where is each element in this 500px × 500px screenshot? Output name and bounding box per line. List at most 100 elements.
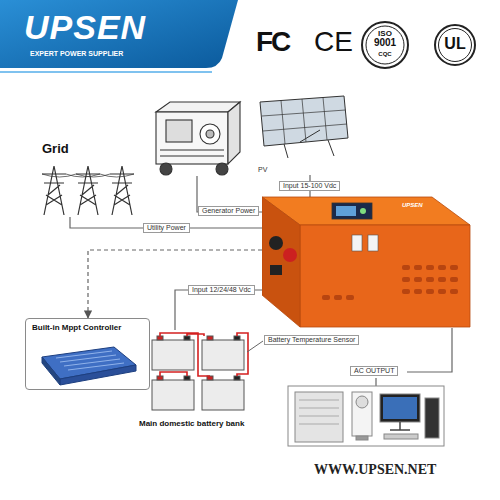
- load-devices: [384, 434, 418, 439]
- output-label: AC OUTPUT: [350, 366, 398, 376]
- inverter-body: [283, 248, 297, 262]
- battery-drawing: [202, 340, 244, 370]
- grid-pylon: [42, 166, 134, 215]
- generator-drawing: [160, 150, 224, 156]
- load-devices: [288, 386, 444, 446]
- pv-panel: [260, 96, 348, 146]
- inverter-body: [414, 265, 422, 270]
- load-devices: [295, 392, 343, 442]
- battery-drawing: [202, 380, 244, 410]
- inverter-body: [270, 265, 282, 275]
- ac-output-wire: [376, 328, 452, 386]
- edge-label: Input 15-100 Vdc: [279, 181, 340, 191]
- inverter-body: [262, 197, 300, 327]
- load-devices: [356, 436, 368, 440]
- grid-pylon: [110, 166, 134, 215]
- inverter-body: [352, 235, 362, 251]
- mppt-device: [60, 365, 136, 385]
- brand-mark: UPSEN: [402, 202, 423, 209]
- pv-panel: [284, 130, 334, 158]
- mppt-controller: Built-in Mppt Controller: [25, 318, 150, 390]
- load-devices: [390, 422, 410, 430]
- node-title: Main domestic battery bank: [139, 419, 244, 428]
- generator-drawing: [206, 130, 214, 138]
- inverter-body: [269, 236, 283, 250]
- brand-banner: [0, 0, 238, 72]
- sensor-wire: [247, 341, 263, 352]
- battery-drawing: [160, 333, 248, 376]
- load-devices: [383, 397, 417, 419]
- node-title: Grid: [42, 142, 69, 157]
- battery-drawing: [152, 340, 194, 370]
- brand-banner: [0, 71, 212, 73]
- inverter-body: [438, 289, 446, 294]
- generator-drawing: [228, 102, 240, 164]
- sensor-wire: [247, 341, 263, 352]
- brand-slogan: EXPERT POWER SUPPLIER: [30, 50, 123, 58]
- battery-drawing: [152, 333, 248, 410]
- inverter-body: [450, 289, 458, 294]
- battery-drawing: [207, 336, 213, 340]
- battery-drawing: [234, 336, 240, 340]
- inverter-body: [438, 265, 446, 270]
- pv-source: PV: [255, 95, 350, 175]
- battery-drawing: [152, 380, 194, 410]
- wire-label: Generator Power: [198, 206, 259, 216]
- load-devices: [352, 392, 372, 436]
- inverter-body: [414, 277, 422, 282]
- battery-drawing: [184, 336, 190, 340]
- mppt-device: [42, 357, 60, 385]
- battery-drawing: [184, 376, 190, 380]
- website: WWW.UPSEN.NET: [314, 462, 436, 478]
- ul-mark: UL: [440, 35, 470, 53]
- inverter-body: [426, 277, 434, 282]
- inverter-body: [438, 277, 446, 282]
- cqc-mark: CQC: [365, 51, 405, 58]
- generator-drawing: [216, 163, 228, 175]
- inverter-body: [332, 203, 372, 219]
- inverter-body: [346, 295, 354, 300]
- inverter-body: [402, 265, 410, 270]
- inverter-body: [322, 295, 330, 300]
- ac-output-wire: [376, 328, 452, 386]
- pv-panel: [260, 96, 348, 158]
- ce-mark: CE: [314, 26, 353, 58]
- inverter-body: [336, 206, 356, 216]
- load-devices: [380, 394, 420, 422]
- battery-bank: Main domestic battery bank: [135, 330, 260, 430]
- brand-logo: UPSEN: [24, 8, 146, 47]
- mppt-device: [56, 351, 124, 370]
- inverter-body: [414, 289, 422, 294]
- inverter-body: [450, 277, 458, 282]
- generator-drawing: [200, 124, 220, 144]
- battery-drawing: [157, 336, 163, 340]
- generator-drawing: [166, 120, 192, 142]
- inverter-body: [402, 289, 410, 294]
- inverter-body: [402, 277, 410, 282]
- node-label: PV: [258, 166, 267, 174]
- pv-panel: [262, 98, 347, 145]
- inverter-body: [426, 265, 434, 270]
- inverter-body: [322, 265, 458, 300]
- load-devices: [425, 398, 439, 438]
- inverter-body: [262, 195, 472, 330]
- grid-source: Grid: [40, 142, 135, 217]
- load-devices: [288, 386, 444, 446]
- battery-drawing: [234, 376, 240, 380]
- iso-mark: ISO: [365, 29, 405, 38]
- inverter-body: [300, 225, 470, 327]
- grid-pylon: [42, 174, 134, 177]
- certification-mark: [362, 22, 475, 68]
- inverter-unit: UPSEN: [262, 195, 472, 330]
- mppt-device: [36, 343, 140, 387]
- node-title: Built-in Mppt Controller: [32, 323, 121, 332]
- fcc-mark: FC: [256, 26, 289, 58]
- generator-drawing: [160, 163, 172, 175]
- certification-mark: [435, 25, 475, 65]
- certification-mark: [362, 22, 408, 68]
- generator-drawing: [156, 112, 228, 164]
- iso-number: 9001: [365, 37, 405, 49]
- edge-label: Utility Power: [143, 223, 190, 233]
- inverter-body: [368, 235, 378, 251]
